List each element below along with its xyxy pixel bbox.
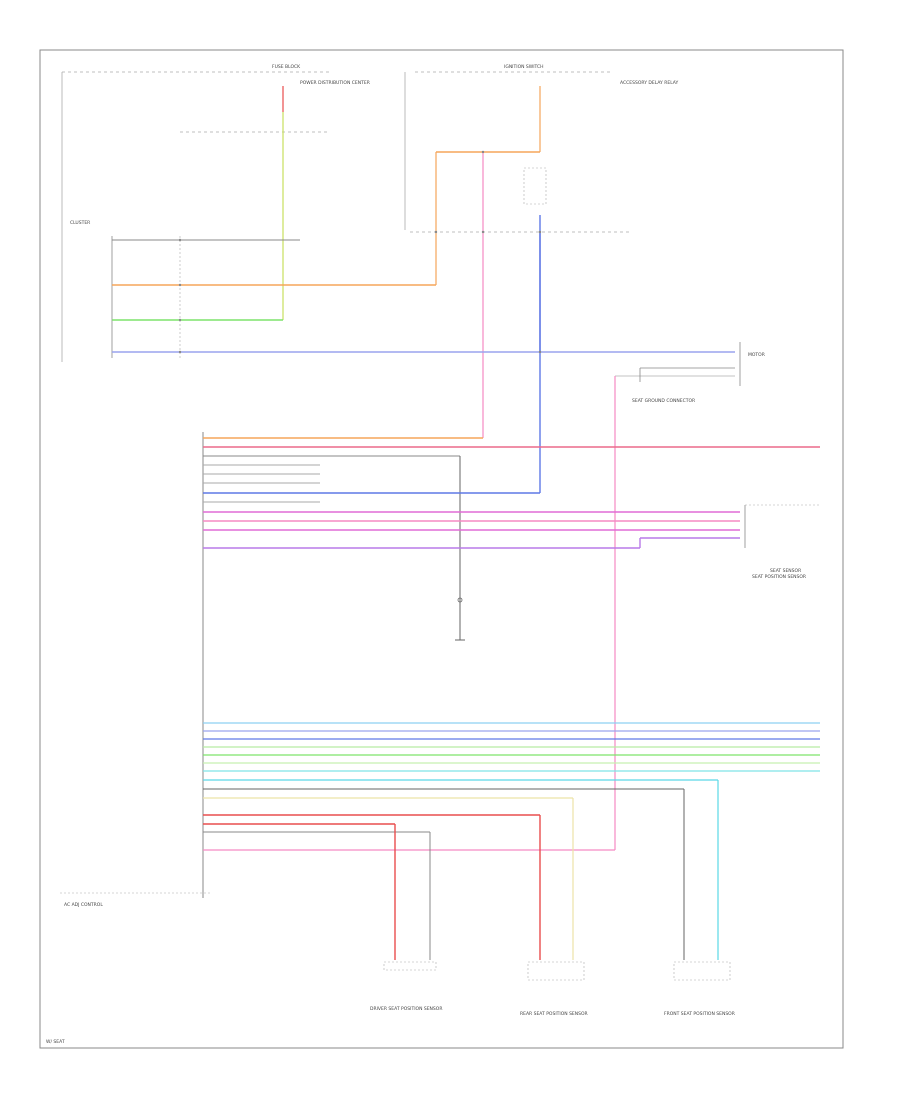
relay-box [523,167,547,205]
ground-label: SEAT GROUND CONNECTOR [632,398,695,404]
corner-note: W/ SEAT [46,1039,65,1045]
seat-ground-switch [455,597,465,641]
motor-connector-label: MOTOR [748,352,765,358]
relay-top-title: IGNITION SWITCH [504,64,544,70]
fuse-top-desc: POWER DISTRIBUTION CENTER [300,80,370,86]
bottom-connector-rear-label: REAR SEAT POSITION SENSOR [520,1011,588,1017]
seat-sensor-connector: SEAT SENSOR SEAT POSITION SENSOR [744,504,820,580]
bottom-connector-front-label: FRONT SEAT POSITION SENSOR [664,1011,735,1017]
seat-sensor-desc: SEAT POSITION SENSOR [752,574,806,580]
bottom-connector-driver-label: DRIVER SEAT POSITION SENSOR [370,1006,442,1012]
bottom-connector-rear: REAR SEAT POSITION SENSOR [520,961,588,1017]
relay-block-top: IGNITION SWITCH ACCESSORY DELAY RELAY [404,64,679,233]
seat-sensor-label: SEAT SENSOR [770,568,801,574]
fuse-block-top: FUSE BLOCK POWER DISTRIBUTION CENTER [61,64,370,362]
splice-points [178,150,542,354]
cluster-label: CLUSTER [70,220,90,226]
cluster-connector: CLUSTER [70,220,181,358]
fuse-top-title: FUSE BLOCK [272,64,301,70]
motor-connector-top: MOTOR SEAT GROUND CONNECTOR [615,342,765,404]
seat-module: AC ADJ CONTROL [60,432,210,908]
module-footer-label: AC ADJ CONTROL [64,902,103,908]
bottom-connector-driver: DRIVER SEAT POSITION SENSOR [370,961,442,1012]
relay-top-desc: ACCESSORY DELAY RELAY [620,80,679,86]
diagram-frame [39,49,844,1049]
bottom-connector-front: FRONT SEAT POSITION SENSOR [664,961,735,1017]
